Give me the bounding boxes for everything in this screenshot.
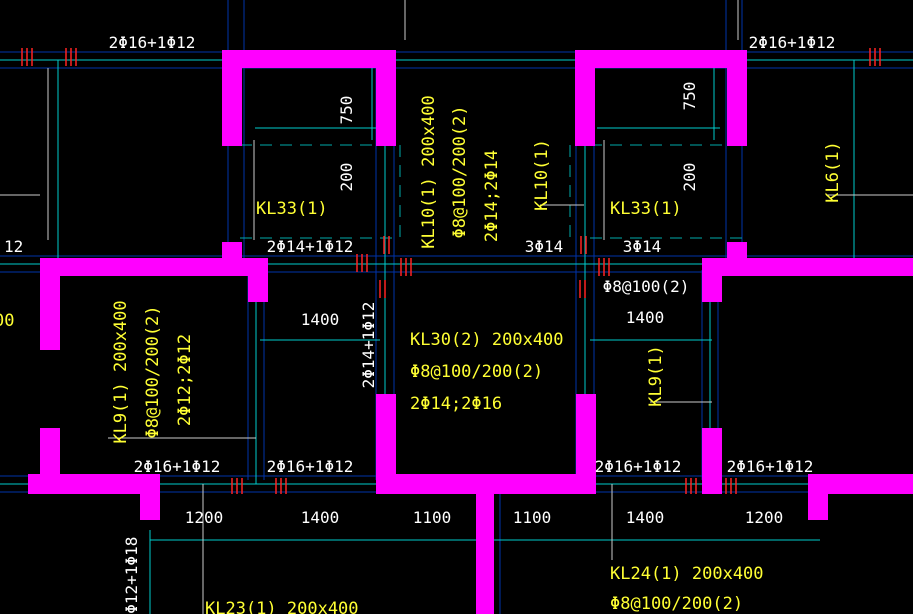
rebar-tick-marks xyxy=(21,48,881,494)
stirrup-right: Φ8@100(2) xyxy=(603,277,690,296)
kl9-name: KL9(1) 200x400 xyxy=(111,300,131,443)
dim-200-left: 200 xyxy=(337,163,356,192)
kl9-rebar: 2Φ12;2Φ12 xyxy=(175,334,195,426)
rebar-bottom-2: 2Φ16+1Φ12 xyxy=(267,457,354,476)
dim-1400-b: 1400 xyxy=(626,308,665,327)
columns xyxy=(28,50,913,614)
hidden-beam-lines xyxy=(240,144,746,239)
rebar-mid-3-14-b: 3Φ14 xyxy=(623,237,662,256)
rebar-vertical: 2Φ14+1Φ12 xyxy=(359,302,378,389)
kl9-stirrup: Φ8@100/200(2) xyxy=(143,305,163,438)
left-edge-00: 00 xyxy=(0,311,14,331)
kl10-name: KL10(1) 200x400 xyxy=(419,95,439,249)
rebar-mid-3-14-a: 3Φ14 xyxy=(525,237,564,256)
rebar-top-right: 2Φ16+1Φ12 xyxy=(749,33,836,52)
left-vert-rebar: 2Φ12+1Φ18 xyxy=(122,537,141,614)
dim-bottom-3: 1100 xyxy=(413,508,452,527)
rebar-mid-left: 2Φ14+1Φ12 xyxy=(267,237,354,256)
kl10-rebar: 2Φ14;2Φ14 xyxy=(482,150,502,242)
kl30-stirrup: Φ8@100/200(2) xyxy=(410,362,543,382)
kl10-short: KL10(1) xyxy=(532,139,552,211)
dim-1400-a: 1400 xyxy=(301,310,340,329)
kl23-name: KL23(1) 200x400 xyxy=(205,599,359,614)
kl24-name: KL24(1) 200x400 xyxy=(610,564,764,584)
dim-bottom-1: 1200 xyxy=(185,508,224,527)
dim-bottom-6: 1200 xyxy=(745,508,784,527)
kl9-short: KL9(1) xyxy=(646,345,666,406)
rebar-top-left: 2Φ16+1Φ12 xyxy=(109,33,196,52)
left-edge-12: 12 xyxy=(4,237,23,256)
kl30-rebar: 2Φ14;2Φ16 xyxy=(410,394,502,414)
kl24-stirrup: Φ8@100/200(2) xyxy=(610,594,743,614)
rebar-bottom-1: 2Φ16+1Φ12 xyxy=(134,457,221,476)
dim-750-right: 750 xyxy=(680,82,699,111)
rebar-bottom-4: 2Φ16+1Φ12 xyxy=(727,457,814,476)
dim-bottom-4: 1100 xyxy=(513,508,552,527)
dim-200-right: 200 xyxy=(680,163,699,192)
kl33-left-label: KL33(1) xyxy=(256,199,328,219)
kl30-name: KL30(2) 200x400 xyxy=(410,330,564,350)
dim-bottom-5: 1400 xyxy=(626,508,665,527)
kl6-label: KL6(1) xyxy=(823,141,843,202)
dim-bottom-2: 1400 xyxy=(301,508,340,527)
kl33-right-label: KL33(1) xyxy=(610,199,682,219)
rebar-bottom-3: 2Φ16+1Φ12 xyxy=(595,457,682,476)
kl10-stirrup: Φ8@100/200(2) xyxy=(450,105,470,238)
dim-750-left: 750 xyxy=(337,96,356,125)
